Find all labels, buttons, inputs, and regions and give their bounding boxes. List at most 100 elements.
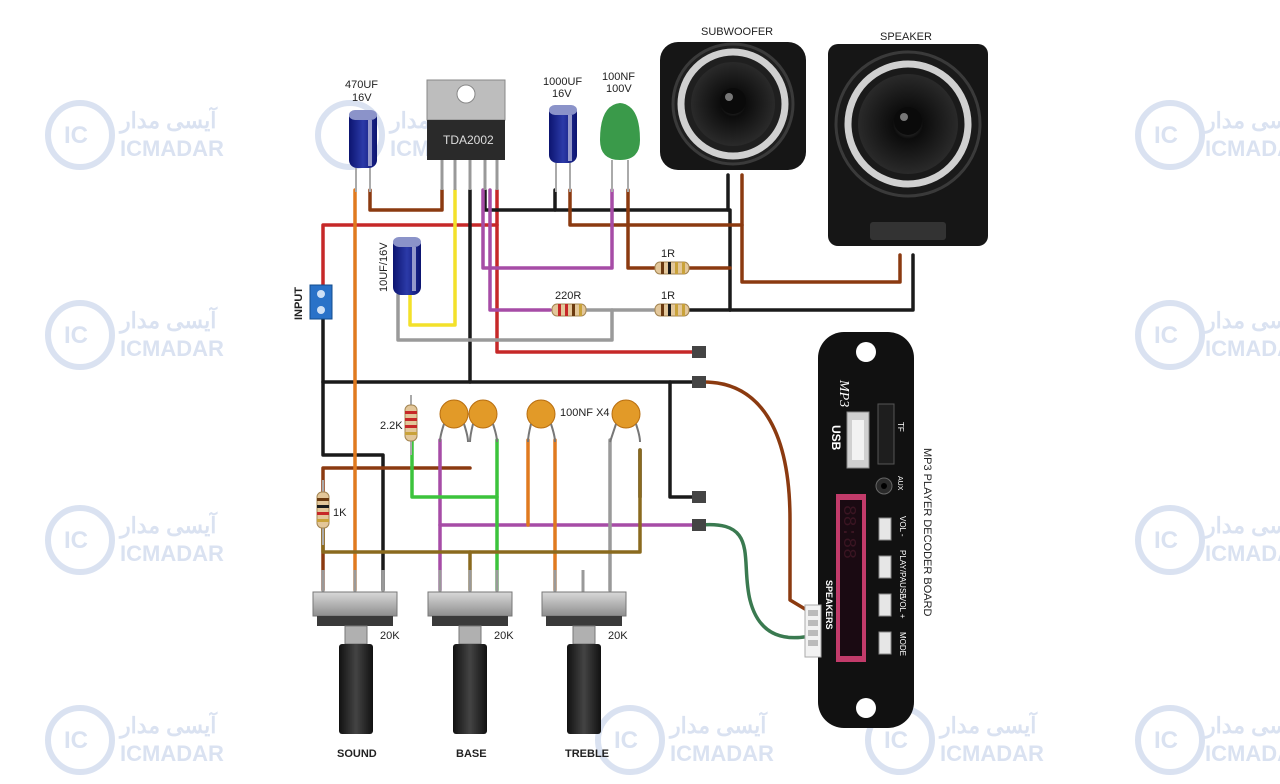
watermark-latin: ICMADAR <box>1205 136 1280 161</box>
ic-tda2002: TDA2002 <box>426 79 506 190</box>
vol-plus-button[interactable] <box>878 593 892 617</box>
usb-port[interactable] <box>846 411 870 469</box>
play-pause-button[interactable] <box>878 555 892 579</box>
watermark-arabic: آیسی مدار <box>1203 106 1280 134</box>
watermark-latin: ICMADAR <box>120 741 224 766</box>
wire-purple <box>488 188 552 312</box>
watermark-tile: IC آیسی مدار ICMADAR <box>45 100 224 170</box>
wire-red <box>495 188 699 354</box>
label-cap-100nf-voltage: 100V <box>606 83 632 95</box>
watermark-latin: ICMADAR <box>940 741 1044 766</box>
watermark-ic: IC <box>884 727 908 754</box>
watermark-latin: ICMADAR <box>670 741 774 766</box>
watermark-arabic: آیسی مدار <box>668 711 768 739</box>
watermark-tile: IC آیسی مدار ICMADAR <box>45 705 224 775</box>
label-cap-10uf: 10UF/16V <box>378 242 390 292</box>
main-speaker <box>828 44 988 246</box>
capacitor-1000uf <box>549 105 577 192</box>
watermark-tile: IC آیسی مدار ICMADAR <box>1135 100 1280 170</box>
watermark-latin: ICMADAR <box>120 136 224 161</box>
watermark-arabic: آیسی مدار <box>118 106 218 134</box>
label-resistor-1r-upper: 1R <box>661 248 675 260</box>
watermark-ic: IC <box>64 322 88 349</box>
vol-minus-button[interactable] <box>878 517 892 541</box>
watermark-tile: IC آیسی مدار ICMADAR <box>45 505 224 575</box>
wire-brown <box>626 188 657 270</box>
watermark-arabic: آیسی مدار <box>118 511 218 539</box>
label-knob-base: BASE <box>456 748 487 760</box>
mp3-decoder-board: 88:88 MP3 USB TF AUX VOL - PLAY/PAUSE VO… <box>804 332 914 728</box>
ic-label: TDA2002 <box>443 133 494 147</box>
capacitor-10uf <box>393 237 421 295</box>
watermark-arabic: آیسی مدار <box>1203 711 1280 739</box>
watermark-tile: IC آیسی مدار ICMADAR <box>1135 505 1280 575</box>
watermark-arabic: آیسی مدار <box>118 306 218 334</box>
resistor-1r-upper <box>654 261 690 275</box>
wire-green <box>410 438 499 592</box>
vol-minus-label: VOL - <box>898 516 907 537</box>
connector-pads <box>692 346 706 531</box>
label-knob-sound: SOUND <box>337 748 377 760</box>
label-pot-sound-value: 20K <box>380 630 400 642</box>
label-speaker: SPEAKER <box>880 31 932 43</box>
wire-layer <box>321 173 915 640</box>
ceramic-capacitor <box>526 399 556 443</box>
label-resistor-1r-lower: 1R <box>661 290 675 302</box>
resistor-220r <box>551 303 587 317</box>
watermark-ic: IC <box>1154 527 1178 554</box>
label-resistor-220r: 220R <box>555 290 581 302</box>
ceramic-capacitor <box>439 399 469 443</box>
watermark-tile: IC آیسی مدار ICMADAR <box>1135 300 1280 370</box>
watermark-ic: IC <box>64 122 88 149</box>
play-pause-label: PLAY/PAUSE <box>898 550 907 599</box>
ceramic-capacitor <box>609 399 641 443</box>
watermark-latin: ICMADAR <box>1205 541 1280 566</box>
label-cap-100nf: 100NF <box>602 71 635 83</box>
watermark-latin: ICMADAR <box>1205 336 1280 361</box>
mp3-board-title: MP3 PLAYER DECODER BOARD <box>921 448 933 617</box>
watermark-tile: IC آیسی مدار ICMADAR <box>45 300 224 370</box>
watermark-ic: IC <box>1154 727 1178 754</box>
resistor-1k <box>316 480 330 545</box>
subwoofer-speaker <box>660 42 806 170</box>
wire-black <box>668 380 699 499</box>
label-pot-treble-value: 20K <box>608 630 628 642</box>
watermark-latin: ICMADAR <box>120 541 224 566</box>
potentiometer-base[interactable] <box>427 570 513 734</box>
watermark-arabic: آیسی مدار <box>938 711 1038 739</box>
mp3-logo: MP3 <box>836 379 851 407</box>
watermark-ic: IC <box>1154 322 1178 349</box>
watermark-tile: IC آیسی مدار ICMADAR <box>1135 705 1280 775</box>
resistor-1r-lower <box>654 303 690 317</box>
wire-dark-green <box>698 522 812 640</box>
segment-display: 88:88 <box>836 494 866 662</box>
input-terminal-block <box>309 284 333 320</box>
tf-label: TF <box>896 422 905 432</box>
vol-plus-label: VOL + <box>898 596 907 619</box>
wire-black <box>483 188 732 312</box>
tf-card-slot[interactable] <box>877 403 895 465</box>
capacitor-100nf-film <box>600 103 640 192</box>
label-input: INPUT <box>293 287 305 320</box>
mode-button[interactable] <box>878 631 892 655</box>
resistor-2-2k <box>404 395 418 455</box>
wire-brown <box>568 188 902 284</box>
potentiometer-sound[interactable] <box>312 570 398 734</box>
watermark-latin: ICMADAR <box>1205 741 1280 766</box>
label-cap-470uf-voltage: 16V <box>352 92 372 104</box>
watermark-arabic: آیسی مدار <box>118 711 218 739</box>
speaker-connector <box>804 604 822 658</box>
wire-black <box>728 253 915 312</box>
label-knob-treble: TREBLE <box>565 748 609 760</box>
label-pot-base-value: 20K <box>494 630 514 642</box>
potentiometer-treble[interactable] <box>541 570 627 734</box>
watermark-tile: IC آیسی مدار ICMADAR <box>595 705 774 775</box>
watermark-arabic: آیسی مدار <box>1203 306 1280 334</box>
aux-jack[interactable] <box>875 477 893 495</box>
usb-label: USB <box>829 425 843 451</box>
speakers-label: SPEAKERS <box>824 580 834 630</box>
wire-purple <box>481 188 614 270</box>
watermark-ic: IC <box>1154 122 1178 149</box>
